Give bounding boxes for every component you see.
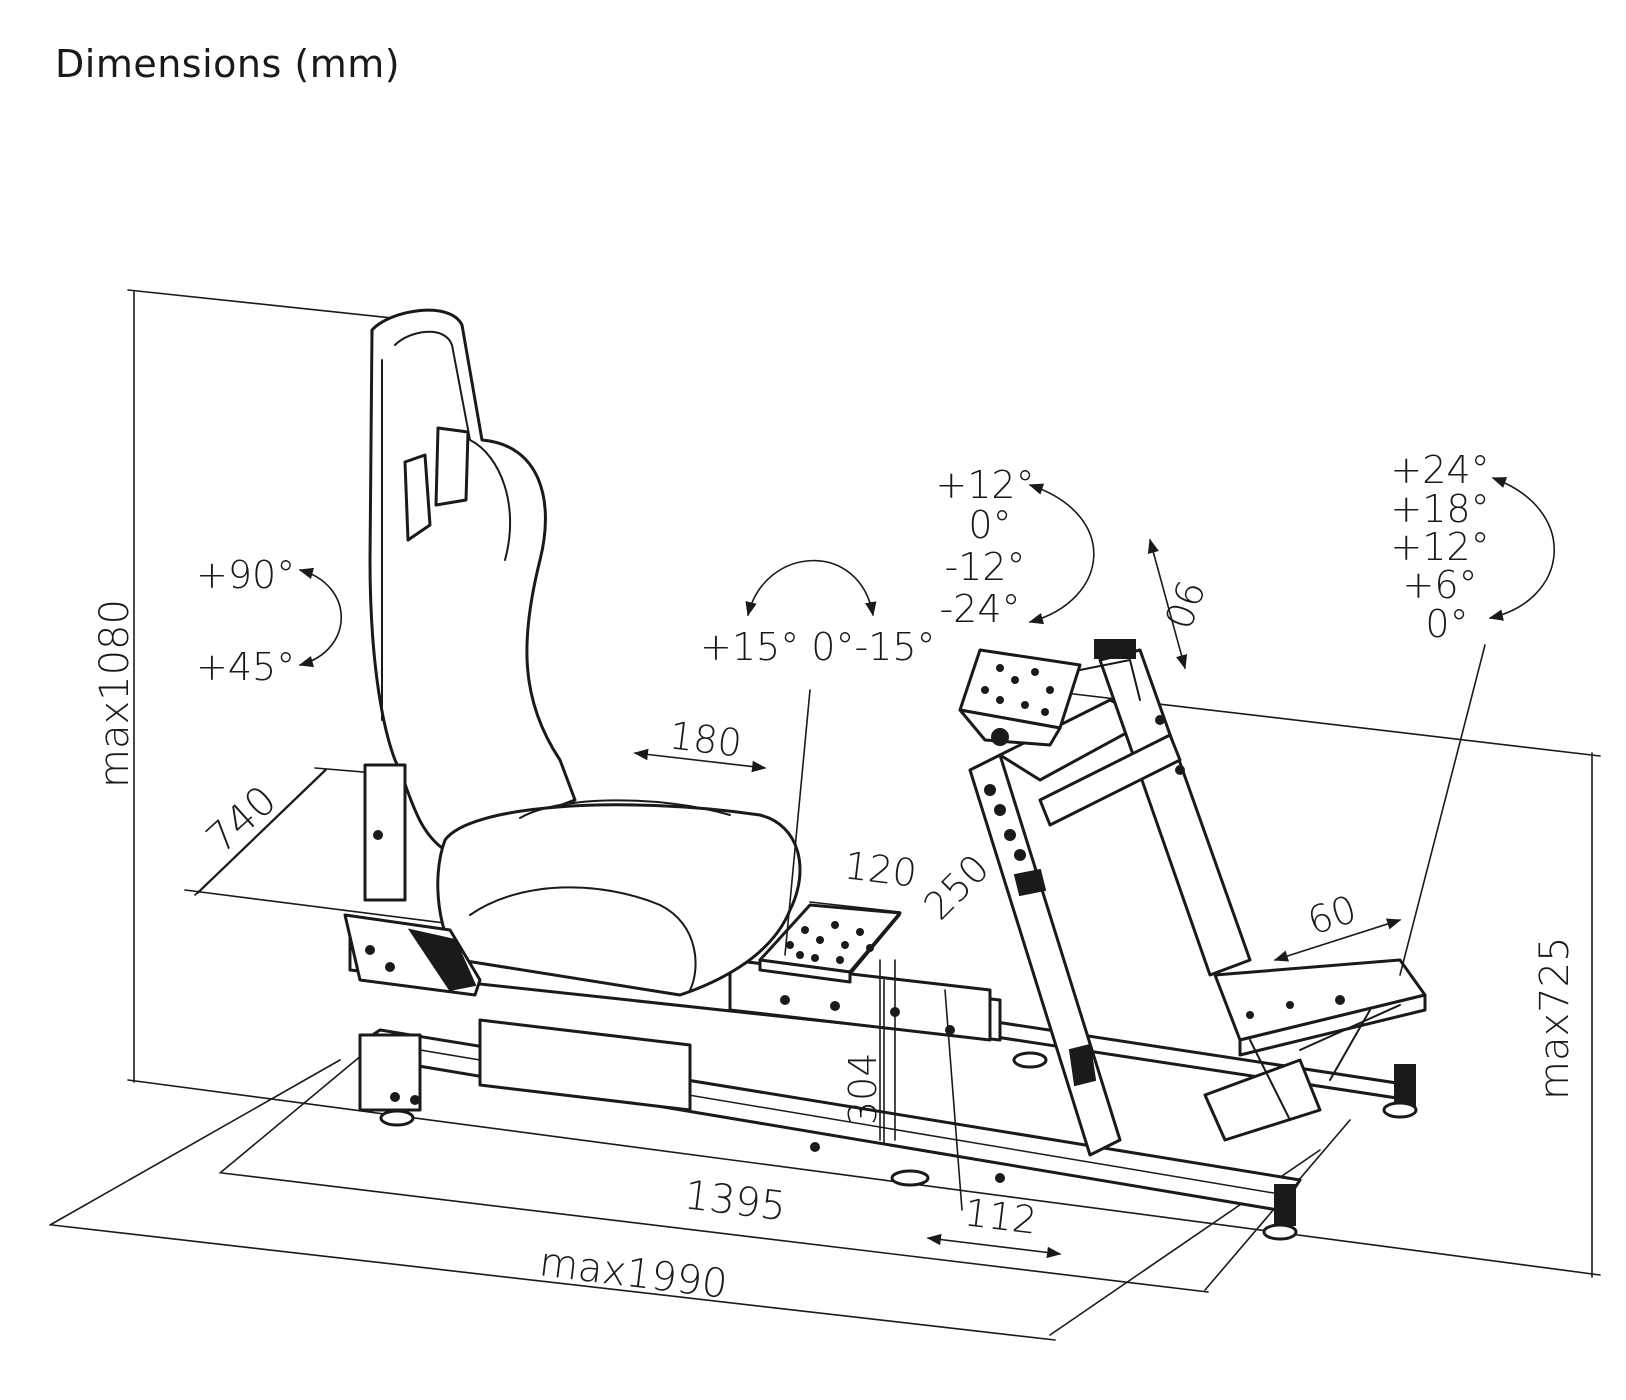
seat bbox=[343, 308, 802, 997]
shifter-plate bbox=[758, 903, 902, 1141]
pedal-angle-3: +12° bbox=[1390, 525, 1489, 569]
wheel-plate bbox=[958, 648, 1082, 747]
wheel-angle-list: +12° 0° -12° -24° bbox=[935, 463, 1034, 631]
dim-overall-length: max1990 bbox=[537, 1239, 730, 1308]
dim-plate-depth: 250 bbox=[915, 846, 997, 928]
seat-tilt-angles: +15° 0°-15° bbox=[700, 625, 936, 669]
dim-overall-height: max1080 bbox=[92, 599, 138, 788]
wheel-angle-4: -24° bbox=[939, 587, 1020, 631]
dim-seat-slide: 180 bbox=[667, 713, 744, 766]
wheel-angle-2: 0° bbox=[968, 503, 1011, 547]
pedal-angle-5: 0° bbox=[1425, 602, 1468, 646]
pedal-deck bbox=[1203, 958, 1427, 1142]
dim-width: 740 bbox=[198, 777, 286, 862]
dim-pedal-height: max725 bbox=[1532, 937, 1578, 1101]
dimension-lines bbox=[51, 291, 1593, 1341]
rotation-arrows bbox=[298, 477, 1555, 668]
dim-rail-length: 1395 bbox=[682, 1172, 789, 1230]
wheel-angle-1: +12° bbox=[935, 463, 1034, 507]
wheel-column bbox=[968, 639, 1252, 1157]
page-title: Dimensions (mm) bbox=[55, 42, 401, 86]
pedal-angle-4: +6° bbox=[1402, 563, 1477, 607]
backrest-angle-max: +90° bbox=[196, 553, 295, 597]
backrest-angle-min: +45° bbox=[196, 645, 295, 689]
angle-labels: +90° +45° +15° 0°-15° +12° 0° -12° -24° … bbox=[196, 448, 1490, 689]
dim-rail-travel: 112 bbox=[962, 1190, 1039, 1243]
dim-wheel-travel: 90 bbox=[1155, 574, 1213, 634]
pedal-angle-list: +24° +18° +12° +6° 0° bbox=[1390, 448, 1489, 646]
pedal-angle-2: +18° bbox=[1390, 487, 1489, 531]
pedal-angle-1: +24° bbox=[1390, 448, 1489, 492]
dim-plate-height: 304 bbox=[841, 1052, 885, 1125]
dim-plate-width: 120 bbox=[842, 843, 919, 896]
wheel-angle-3: -12° bbox=[944, 545, 1025, 589]
